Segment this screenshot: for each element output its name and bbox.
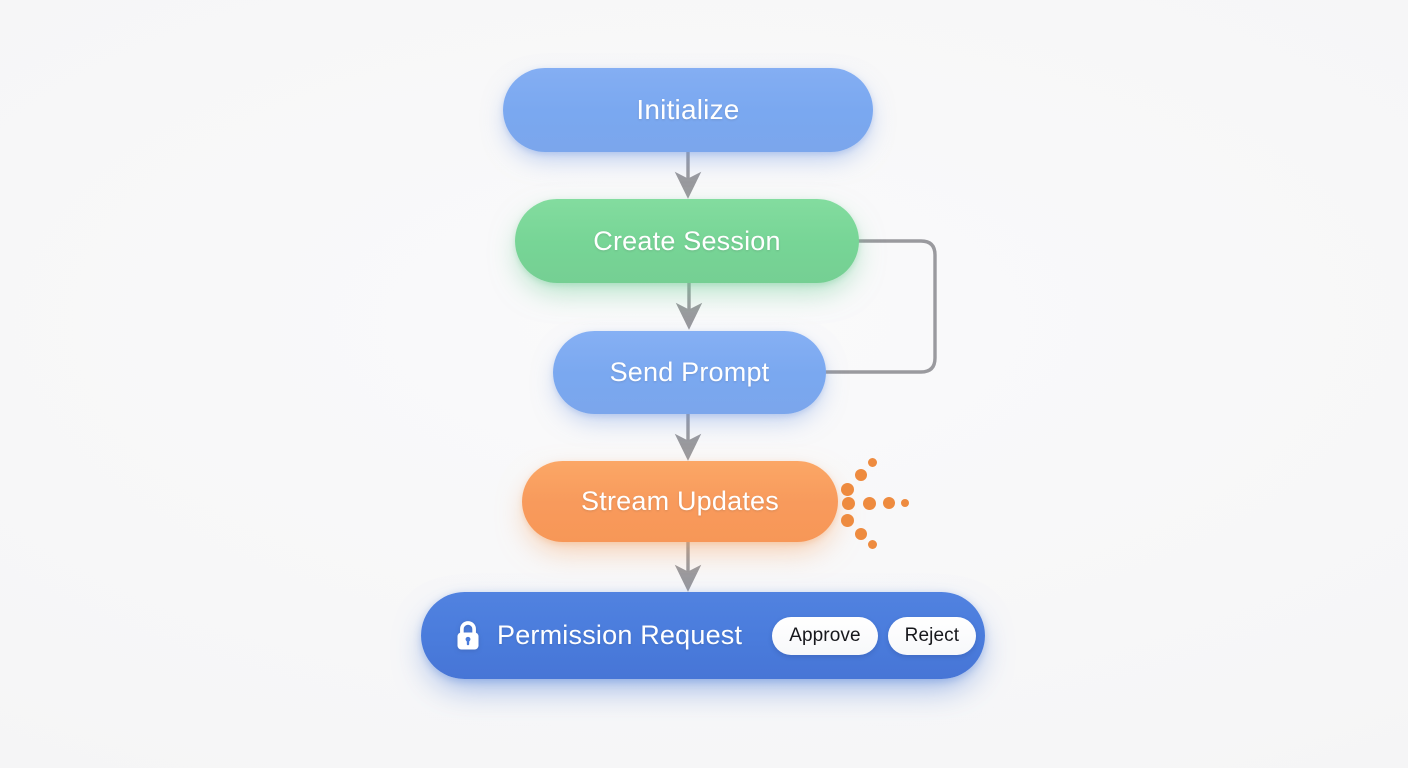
stream-dot — [863, 497, 876, 510]
node-send-prompt[interactable]: Send Prompt — [553, 331, 826, 414]
stream-dot — [901, 499, 909, 507]
node-stream-updates[interactable]: Stream Updates — [522, 461, 838, 542]
approve-button[interactable]: Approve — [772, 616, 878, 655]
reject-button[interactable]: Reject — [887, 616, 977, 655]
node-permission-request[interactable]: Permission Request Approve Reject — [421, 592, 985, 679]
node-initialize-label: Initialize — [636, 94, 740, 125]
node-create-session-label: Create Session — [593, 225, 781, 256]
lock-icon — [457, 620, 479, 649]
node-create-session[interactable]: Create Session — [515, 199, 859, 283]
node-permission-request-label: Permission Request — [497, 620, 743, 650]
permission-actions: Approve Reject — [772, 616, 977, 655]
stream-dot — [883, 497, 895, 509]
stream-dot — [841, 514, 854, 527]
node-stream-updates-label: Stream Updates — [581, 486, 779, 516]
node-send-prompt-label: Send Prompt — [609, 357, 770, 387]
stream-dot — [868, 540, 877, 549]
stream-dot — [855, 469, 867, 481]
stream-dot — [868, 458, 877, 467]
stream-dot — [841, 483, 854, 496]
streaming-dots-indicator — [838, 452, 912, 552]
stream-dot — [842, 497, 855, 510]
node-initialize[interactable]: Initialize — [503, 68, 873, 152]
stream-dot — [855, 528, 867, 540]
